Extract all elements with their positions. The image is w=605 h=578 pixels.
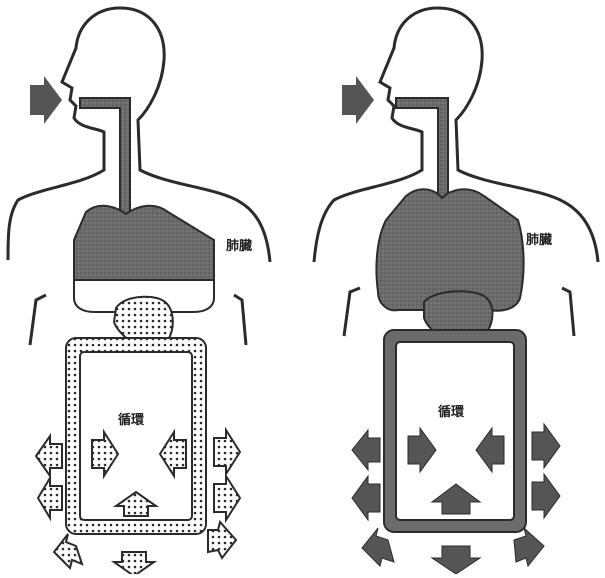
left-arrow-outer-left-3-icon (54, 534, 82, 568)
right-arrow-outer-right-3-icon (514, 528, 544, 566)
left-arrow-outer-right-1-icon (214, 430, 240, 474)
left-label-lungs: 肺臓 (226, 238, 252, 254)
right-label-circulation: 循環 (438, 404, 465, 420)
left-figure: 肺臓 心臓 循環 (8, 8, 270, 574)
left-arrow-outer-left-2-icon (38, 478, 62, 518)
right-arrow-outer-left-1-icon (352, 430, 380, 470)
right-arrow-outer-bottom-1-icon (432, 546, 480, 574)
left-arm-line-left (30, 295, 46, 345)
right-arrow-outer-right-1-icon (532, 424, 560, 468)
right-arm-line-right (562, 288, 574, 336)
left-arrow-outer-right-3-icon (208, 522, 236, 558)
left-arrow-outer-right-2-icon (214, 476, 240, 520)
left-air-arrow-icon (30, 76, 62, 124)
right-arrow-outer-left-2-icon (352, 476, 380, 520)
right-label-lungs: 肺臓 (526, 232, 552, 248)
right-arrow-outer-right-2-icon (532, 474, 560, 518)
left-arrow-outer-left-1-icon (36, 436, 62, 476)
left-arm-line-right (234, 295, 246, 345)
left-arrow-outer-bottom-icon (114, 552, 154, 574)
right-figure: 肺臓 心臓 循環 (314, 8, 598, 574)
right-arrow-outer-left-3-icon (362, 528, 394, 566)
right-air-arrow-icon (342, 76, 374, 124)
left-label-circulation: 循環 (118, 412, 145, 428)
right-arm-line-left (344, 288, 360, 336)
left-lungs (74, 206, 214, 280)
